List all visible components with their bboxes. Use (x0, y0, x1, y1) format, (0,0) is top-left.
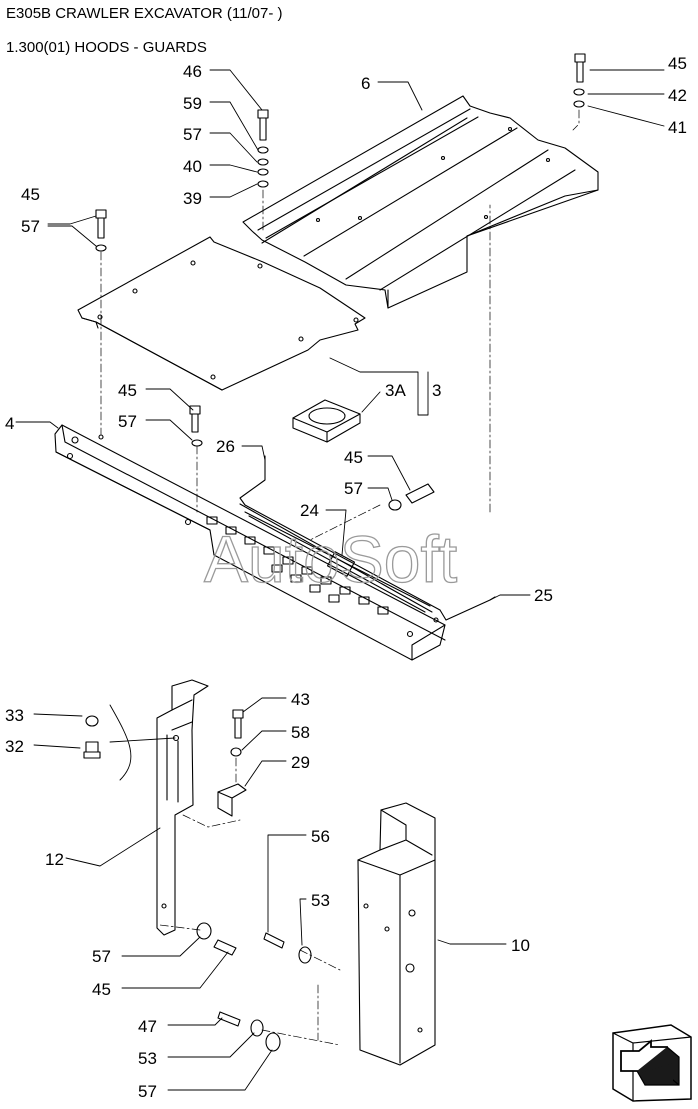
rod-assembly-24 (239, 455, 496, 621)
diagram-title: E305B CRAWLER EXCAVATOR (11/07- ) (6, 5, 283, 22)
callout-57: 57 (118, 412, 137, 431)
callout-3: 3 (432, 381, 441, 400)
frame-4 (54, 424, 446, 661)
callout-45: 45 (668, 54, 687, 73)
pad-3A (292, 399, 361, 443)
callout-56: 56 (311, 827, 330, 846)
callout-43: 43 (291, 690, 310, 709)
hood-panel-6 (242, 95, 599, 309)
callout-57: 57 (183, 125, 202, 144)
callout-45: 45 (21, 185, 40, 204)
callout-labels: 45 42 41 6 46 59 57 40 39 45 57 3A 3 45 … (5, 54, 687, 1101)
callout-10: 10 (511, 936, 530, 955)
callout-58: 58 (291, 723, 310, 742)
callout-29: 29 (291, 753, 310, 772)
callout-41: 41 (668, 118, 687, 137)
callout-53: 53 (311, 891, 330, 910)
section-title: 1.300(01) HOODS - GUARDS (6, 39, 207, 56)
callout-57: 57 (21, 217, 40, 236)
callout-12: 12 (45, 850, 64, 869)
callout-40: 40 (183, 157, 202, 176)
callout-4: 4 (5, 414, 14, 433)
callout-6: 6 (361, 74, 370, 93)
callout-53: 53 (138, 1049, 157, 1068)
hood-panel-3 (77, 236, 366, 391)
callout-39: 39 (183, 189, 202, 208)
callout-42: 42 (668, 86, 687, 105)
washer-icon (83, 88, 585, 1052)
bolt-icon (95, 53, 586, 1027)
callout-46: 46 (183, 62, 202, 81)
callout-32: 32 (5, 737, 24, 756)
center-lines (100, 109, 580, 1046)
callout-24: 24 (300, 501, 319, 520)
callout-45: 45 (118, 381, 137, 400)
callout-45: 45 (344, 448, 363, 467)
callout-26: 26 (216, 437, 235, 456)
callout-57: 57 (138, 1082, 157, 1101)
support-10 (357, 802, 436, 1066)
bracket-29 (217, 783, 247, 817)
callout-45: 45 (92, 980, 111, 999)
callout-57: 57 (344, 479, 363, 498)
callout-59: 59 (183, 94, 202, 113)
callout-33: 33 (5, 706, 24, 725)
next-page-arrow-icon[interactable] (611, 1023, 693, 1103)
post-12 (156, 679, 209, 936)
leader-lines (15, 69, 665, 1091)
callout-47: 47 (138, 1017, 157, 1036)
callout-3A: 3A (385, 381, 406, 400)
watermark-text: AutoSoft (204, 522, 457, 596)
callout-25: 25 (534, 586, 553, 605)
callout-57: 57 (92, 947, 111, 966)
